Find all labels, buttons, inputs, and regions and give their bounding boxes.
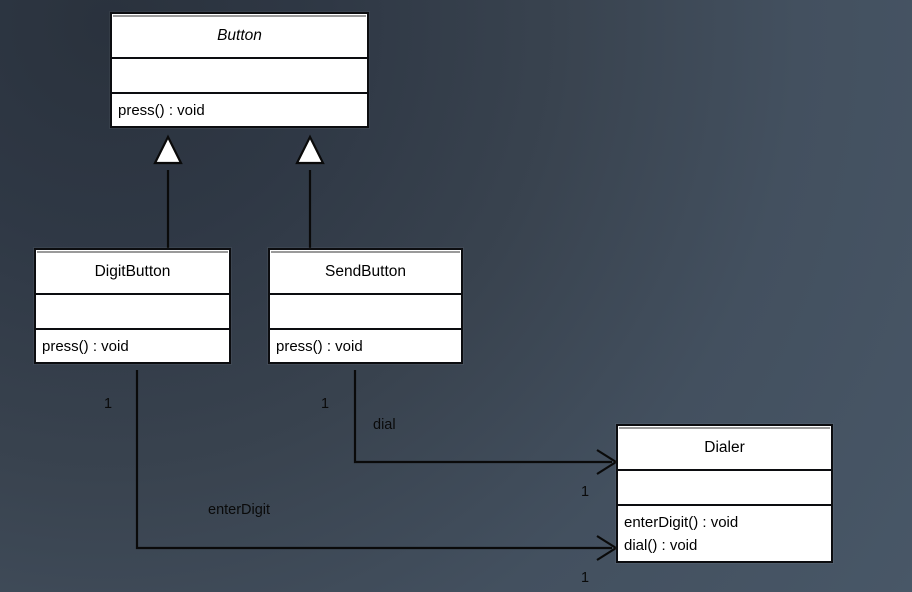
generalization-digitbutton-to-button [153, 134, 183, 248]
operation-row: dial() : void [624, 537, 698, 554]
uml-class-button[interactable]: Button press() : void [110, 12, 369, 128]
multiplicity-dialer-enterdigit: 1 [581, 570, 590, 586]
generalization-sendbutton-to-button [295, 134, 325, 248]
class-name-button: Button [112, 14, 367, 59]
class-name-sendbutton: SendButton [270, 250, 461, 295]
association-label-dial: dial [373, 417, 396, 433]
class-attributes-dialer [618, 471, 831, 506]
class-operations-sendbutton: press() : void [270, 330, 461, 362]
uml-class-dialer[interactable]: Dialer enterDigit() : void dial() : void [616, 424, 833, 563]
class-attributes-button [112, 59, 367, 94]
class-name-dialer: Dialer [618, 426, 831, 471]
operation-row: press() : void [118, 102, 205, 119]
multiplicity-sendbutton-source: 1 [321, 396, 330, 412]
multiplicity-dialer-dial: 1 [581, 484, 590, 500]
class-operations-dialer: enterDigit() : void dial() : void [618, 506, 831, 561]
class-operations-digitbutton: press() : void [36, 330, 229, 362]
uml-class-sendbutton[interactable]: SendButton press() : void [268, 248, 463, 364]
class-attributes-sendbutton [270, 295, 461, 330]
operation-row: enterDigit() : void [624, 514, 739, 531]
operation-row: press() : void [276, 338, 363, 355]
association-label-enterdigit: enterDigit [208, 502, 271, 518]
association-digitbutton-to-dialer [135, 370, 619, 561]
class-name-digitbutton: DigitButton [36, 250, 229, 295]
multiplicity-digitbutton-source: 1 [104, 396, 113, 412]
class-operations-button: press() : void [112, 94, 367, 126]
uml-class-digitbutton[interactable]: DigitButton press() : void [34, 248, 231, 364]
operation-row: press() : void [42, 338, 129, 355]
class-attributes-digitbutton [36, 295, 229, 330]
